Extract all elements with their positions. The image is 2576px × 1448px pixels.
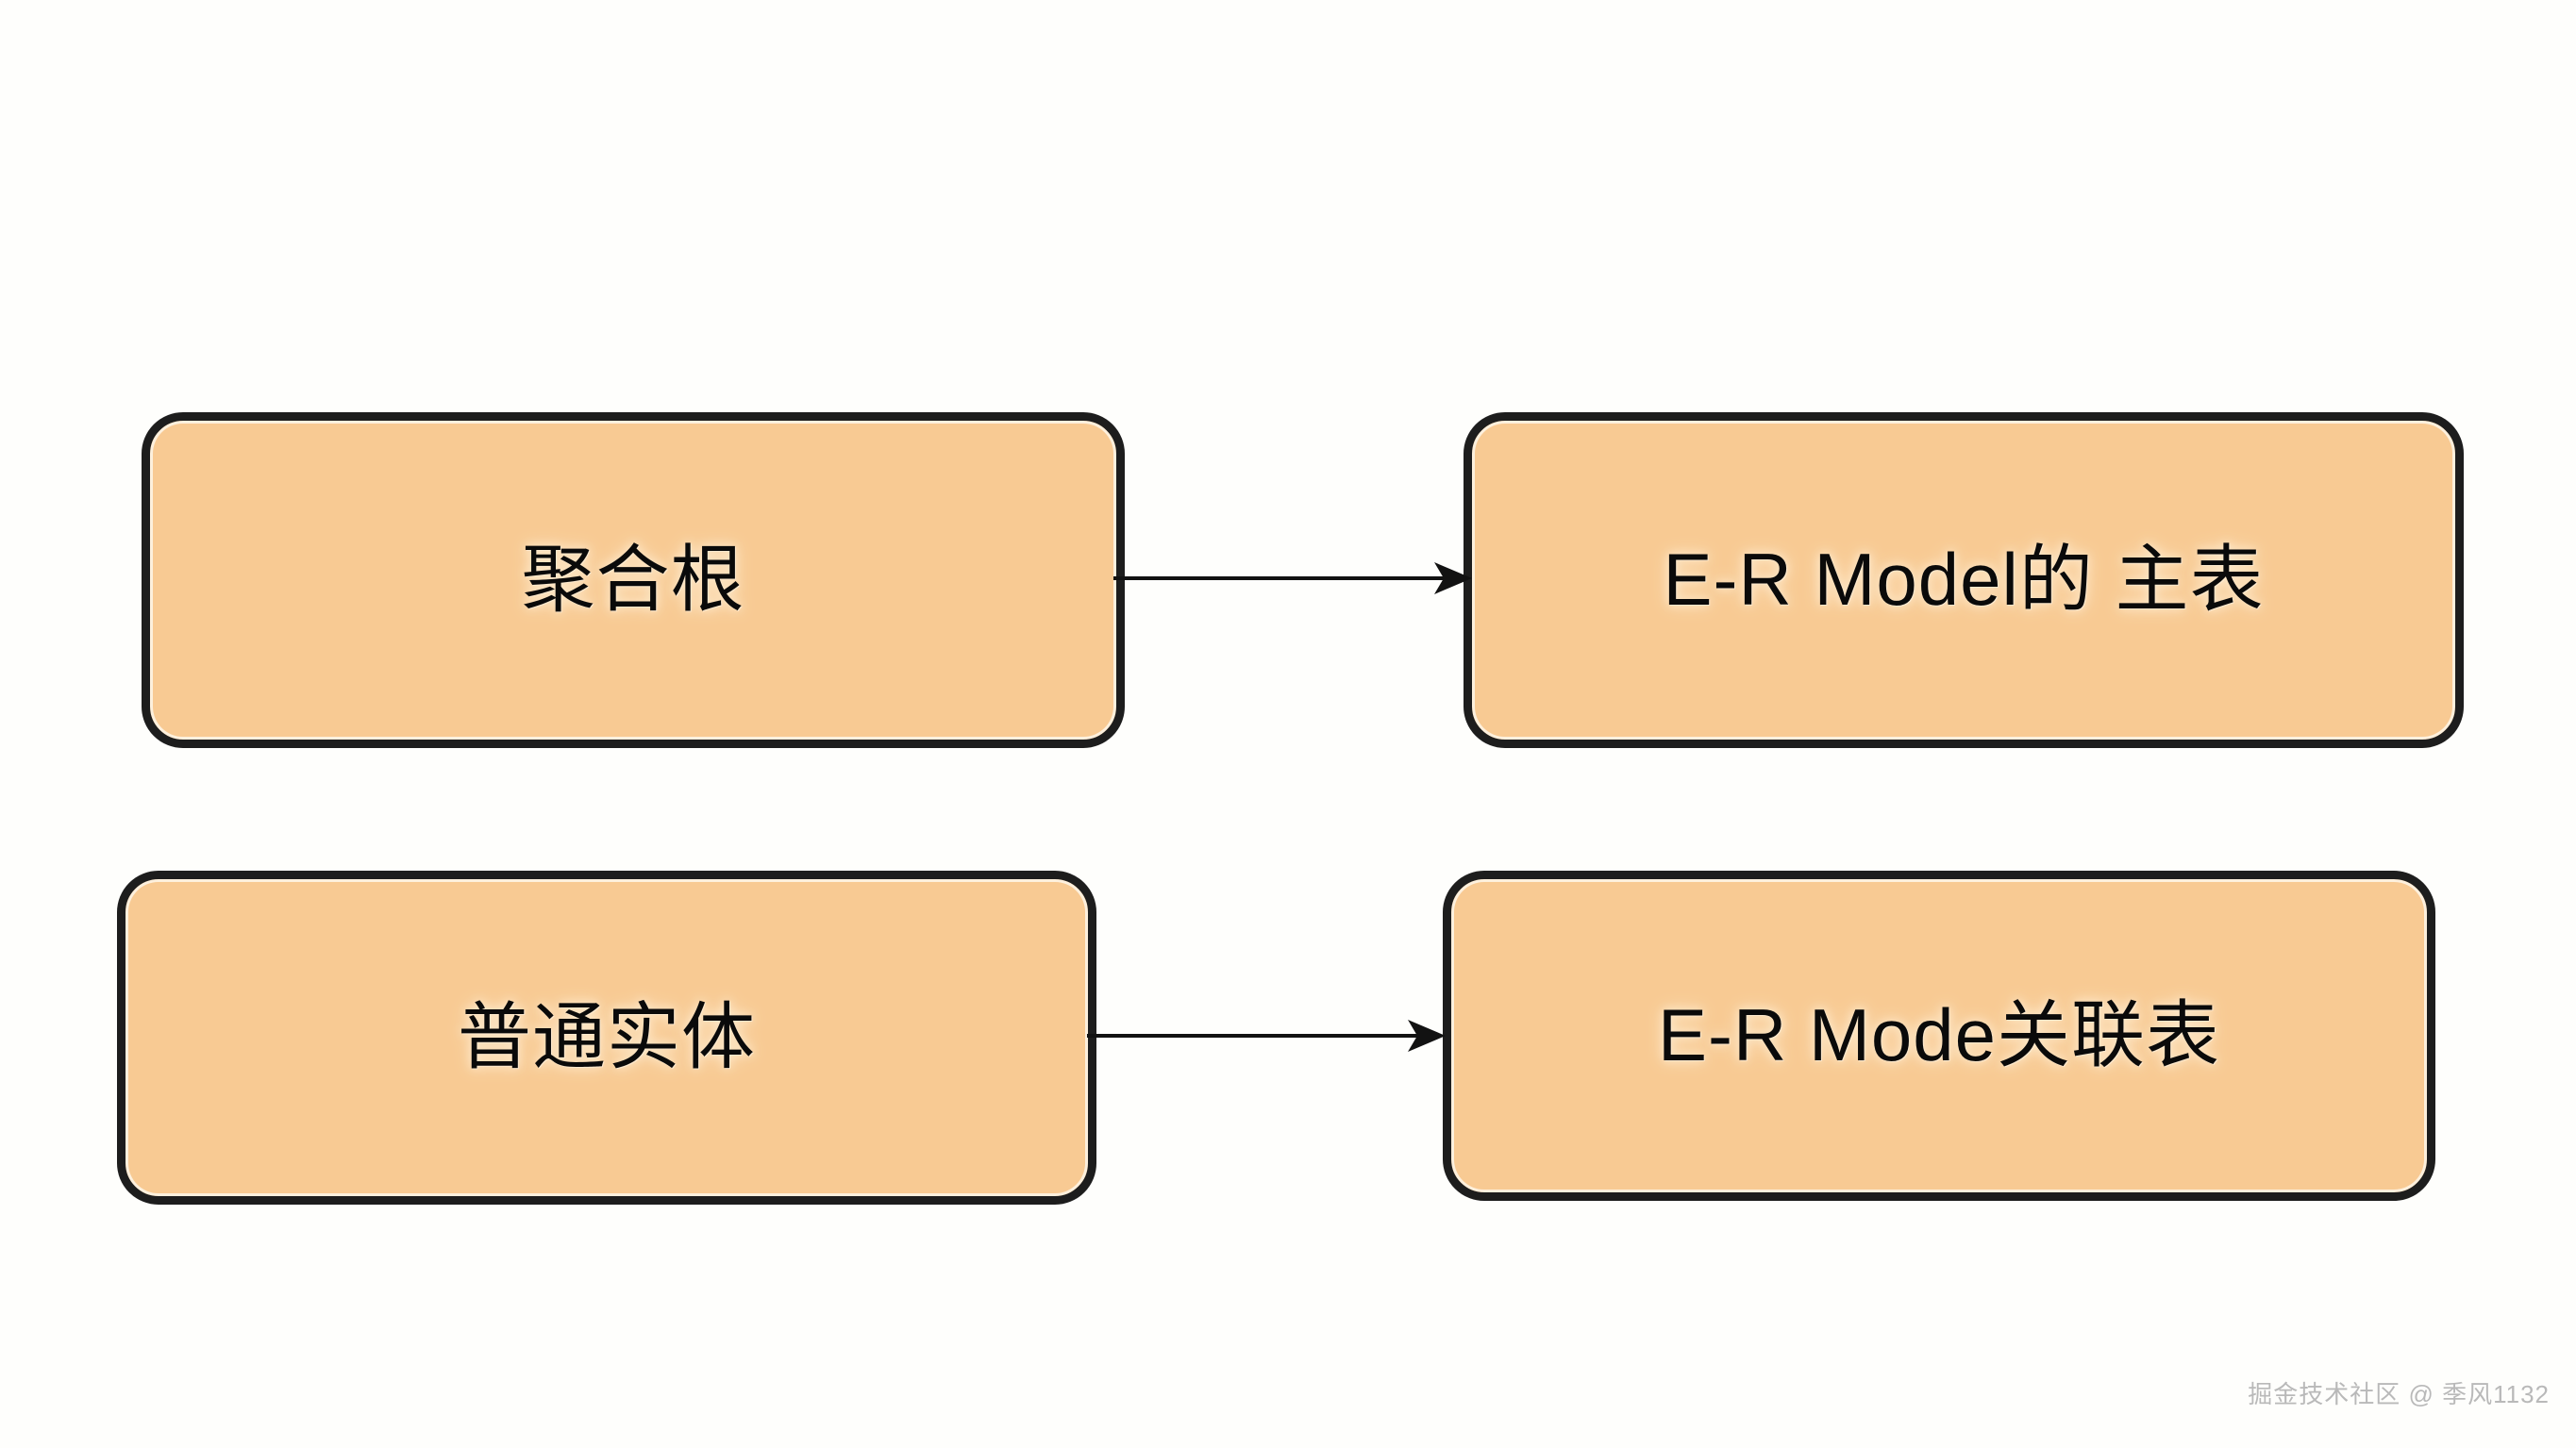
node-er-relation-table[interactable]: E-R Mode关联表 (1443, 871, 2435, 1201)
node-aggregate-root-label: 聚合根 (521, 538, 745, 622)
node-er-main-table[interactable]: E-R Model的 主表 (1464, 412, 2464, 748)
arrow-normal-entity-to-er-relation-table (1087, 1020, 1446, 1052)
node-normal-entity-label: 普通实体 (457, 995, 756, 1079)
watermark-text: 掘金技术社区 @ 季风1132 (2248, 1380, 2550, 1408)
node-er-main-table-label: E-R Model的 主表 (1663, 538, 2265, 622)
node-normal-entity[interactable]: 普通实体 (117, 871, 1096, 1205)
arrow-aggregate-root-to-er-main-table (1113, 562, 1472, 594)
node-aggregate-root[interactable]: 聚合根 (142, 412, 1125, 748)
node-er-relation-table-label: E-R Mode关联表 (1657, 993, 2221, 1077)
